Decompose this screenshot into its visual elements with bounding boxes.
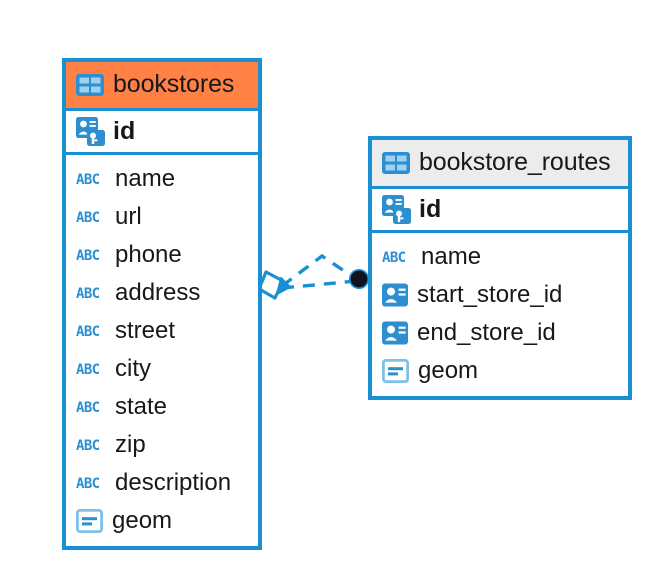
text-type-icon: ABC bbox=[76, 172, 100, 188]
foreign-key-icon bbox=[382, 321, 408, 345]
entity-header-bookstore-routes[interactable]: bookstore_routes bbox=[372, 140, 628, 186]
field-list-bookstores: ABC name ABC url ABC phone ABC bbox=[66, 155, 258, 546]
field-row-description[interactable]: ABC description bbox=[66, 464, 258, 502]
primary-key-icon bbox=[76, 117, 105, 146]
text-type-icon: ABC bbox=[76, 438, 100, 454]
field-row-end-store-id[interactable]: end_store_id bbox=[372, 314, 628, 352]
svg-text:ABC: ABC bbox=[76, 476, 100, 492]
field-label: end_store_id bbox=[417, 319, 556, 346]
svg-text:ABC: ABC bbox=[76, 324, 100, 340]
field-label: description bbox=[115, 469, 232, 496]
svg-text:ABC: ABC bbox=[76, 248, 100, 264]
field-row-state[interactable]: ABC state bbox=[66, 388, 258, 426]
text-type-icon: ABC bbox=[76, 324, 100, 340]
table-icon bbox=[76, 73, 104, 96]
text-type-icon: ABC bbox=[76, 210, 100, 226]
relationship-line-upper bbox=[280, 253, 357, 288]
field-row-start-store-id[interactable]: start_store_id bbox=[372, 276, 628, 314]
field-list-bookstore-routes: ABC name start_store_id bbox=[372, 233, 628, 396]
field-row-street[interactable]: ABC street bbox=[66, 312, 258, 350]
field-label: geom bbox=[418, 357, 479, 384]
field-label: phone bbox=[115, 241, 182, 268]
field-label: zip bbox=[115, 431, 146, 458]
relationship-line-lower bbox=[281, 279, 357, 290]
field-row-name[interactable]: ABC name bbox=[372, 238, 628, 276]
entity-header-bookstores[interactable]: bookstores bbox=[66, 62, 258, 108]
field-row-city[interactable]: ABC city bbox=[66, 350, 258, 388]
field-row-geom[interactable]: geom bbox=[66, 502, 258, 540]
entity-bookstores[interactable]: bookstores id ABC name bbox=[62, 58, 262, 550]
field-label: city bbox=[115, 355, 151, 382]
field-label: id bbox=[113, 117, 136, 145]
field-label: name bbox=[421, 243, 482, 270]
entity-bookstore-routes[interactable]: bookstore_routes id ABC name bbox=[368, 136, 632, 400]
svg-text:ABC: ABC bbox=[76, 286, 100, 302]
field-label: url bbox=[115, 203, 142, 230]
field-row-url[interactable]: ABC url bbox=[66, 198, 258, 236]
foreign-key-icon bbox=[382, 283, 408, 307]
table-icon bbox=[382, 151, 410, 174]
field-row-geom[interactable]: geom bbox=[372, 352, 628, 390]
field-row-name[interactable]: ABC name bbox=[66, 160, 258, 198]
field-row-id[interactable]: id bbox=[66, 108, 258, 155]
svg-text:ABC: ABC bbox=[76, 172, 100, 188]
field-label: state bbox=[115, 393, 168, 420]
field-row-zip[interactable]: ABC zip bbox=[66, 426, 258, 464]
geometry-type-icon bbox=[382, 359, 409, 383]
field-row-address[interactable]: ABC address bbox=[66, 274, 258, 312]
svg-text:ABC: ABC bbox=[382, 250, 406, 266]
field-row-phone[interactable]: ABC phone bbox=[66, 236, 258, 274]
field-label: start_store_id bbox=[417, 281, 563, 308]
svg-text:ABC: ABC bbox=[76, 438, 100, 454]
field-label: name bbox=[115, 165, 176, 192]
entity-title: bookstores bbox=[113, 70, 235, 98]
field-label: geom bbox=[112, 507, 173, 534]
primary-key-icon bbox=[382, 195, 411, 224]
svg-text:ABC: ABC bbox=[76, 210, 100, 226]
text-type-icon: ABC bbox=[76, 362, 100, 378]
svg-text:ABC: ABC bbox=[76, 400, 100, 416]
filled-circle-marker[interactable] bbox=[349, 269, 369, 289]
text-type-icon: ABC bbox=[76, 286, 100, 302]
field-label: street bbox=[115, 317, 176, 344]
field-label: address bbox=[115, 279, 201, 306]
text-type-icon: ABC bbox=[76, 248, 100, 264]
diamond-marker[interactable] bbox=[257, 270, 291, 300]
geometry-type-icon bbox=[76, 509, 103, 533]
text-type-icon: ABC bbox=[382, 250, 406, 266]
field-label: id bbox=[419, 195, 442, 223]
text-type-icon: ABC bbox=[76, 400, 100, 416]
entity-title: bookstore_routes bbox=[419, 148, 611, 176]
field-row-id[interactable]: id bbox=[372, 186, 628, 233]
text-type-icon: ABC bbox=[76, 476, 100, 492]
svg-text:ABC: ABC bbox=[76, 362, 100, 378]
